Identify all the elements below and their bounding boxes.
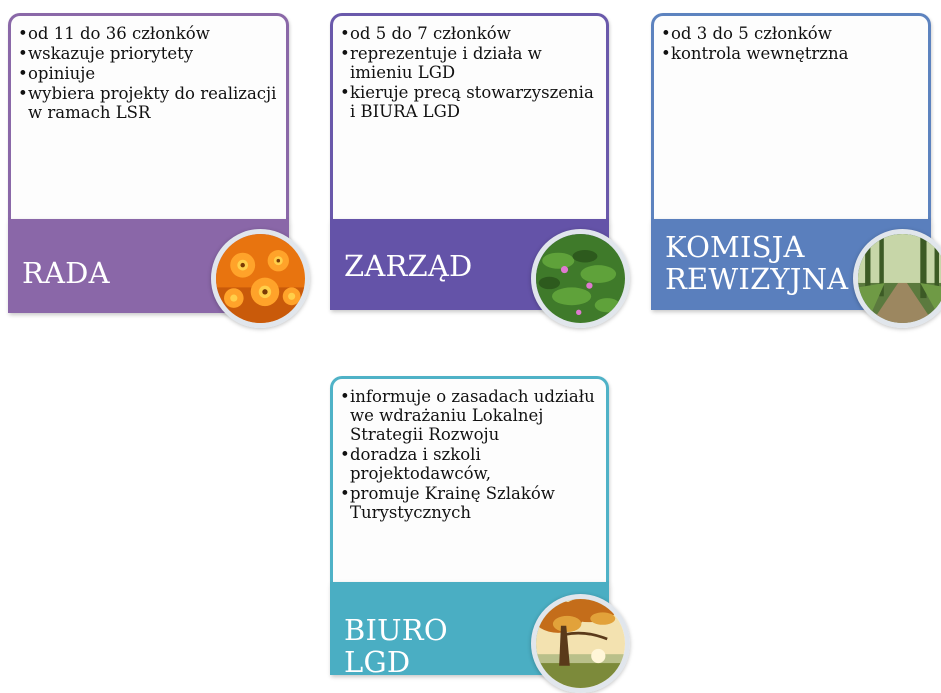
list-item: informuje o zasadach udziału we wdrażani… bbox=[340, 387, 602, 444]
card-zarzad-title: ZARZĄD bbox=[344, 249, 473, 283]
card-rada-title: RADA bbox=[22, 256, 110, 290]
list-item: od 11 do 36 członków bbox=[18, 24, 282, 43]
list-item: reprezentuje i działa w imieniu LGD bbox=[340, 44, 602, 82]
list-item: od 5 do 7 członków bbox=[340, 24, 602, 43]
card-biuro-list: informuje o zasadach udziału we wdrażani… bbox=[340, 387, 602, 522]
autumn-tree-photo bbox=[531, 594, 630, 693]
list-item: wskazuje priorytety bbox=[18, 44, 282, 63]
list-item: doradza i szkoli projektodawców, bbox=[340, 445, 602, 483]
card-komisja-list: od 3 do 5 członków kontrola wewnętrzna bbox=[661, 24, 924, 63]
forest-path-photo bbox=[853, 229, 941, 328]
orange-flowers-photo bbox=[211, 229, 310, 328]
card-komisja-title-line1: KOMISJA bbox=[665, 230, 805, 264]
list-item: od 3 do 5 członków bbox=[661, 24, 924, 43]
card-komisja-description: od 3 do 5 członków kontrola wewnętrzna bbox=[651, 13, 931, 219]
card-komisja-title-line2: REWIZYJNA bbox=[665, 262, 849, 296]
card-zarzad-description: od 5 do 7 członków reprezentuje i działa… bbox=[330, 13, 609, 219]
green-plant-photo bbox=[531, 229, 630, 328]
card-zarzad-list: od 5 do 7 członków reprezentuje i działa… bbox=[340, 24, 602, 121]
list-item: promuje Krainę Szlaków Turystycznych bbox=[340, 484, 602, 522]
card-biuro-title: BIURO LGD bbox=[344, 613, 448, 679]
card-rada-list: od 11 do 36 członków wskazuje priorytety… bbox=[18, 24, 282, 122]
card-rada-description: od 11 do 36 członków wskazuje priorytety… bbox=[8, 13, 289, 219]
card-biuro-description: informuje o zasadach udziału we wdrażani… bbox=[330, 376, 609, 582]
list-item: kieruje precą stowarzyszenia i BIURA LGD bbox=[340, 83, 602, 121]
list-item: opiniuje bbox=[18, 64, 282, 83]
card-komisja-title: KOMISJA REWIZYJNA bbox=[665, 231, 848, 295]
list-item: kontrola wewnętrzna bbox=[661, 44, 924, 63]
list-item: wybiera projekty do realizacji w ramach … bbox=[18, 84, 282, 122]
